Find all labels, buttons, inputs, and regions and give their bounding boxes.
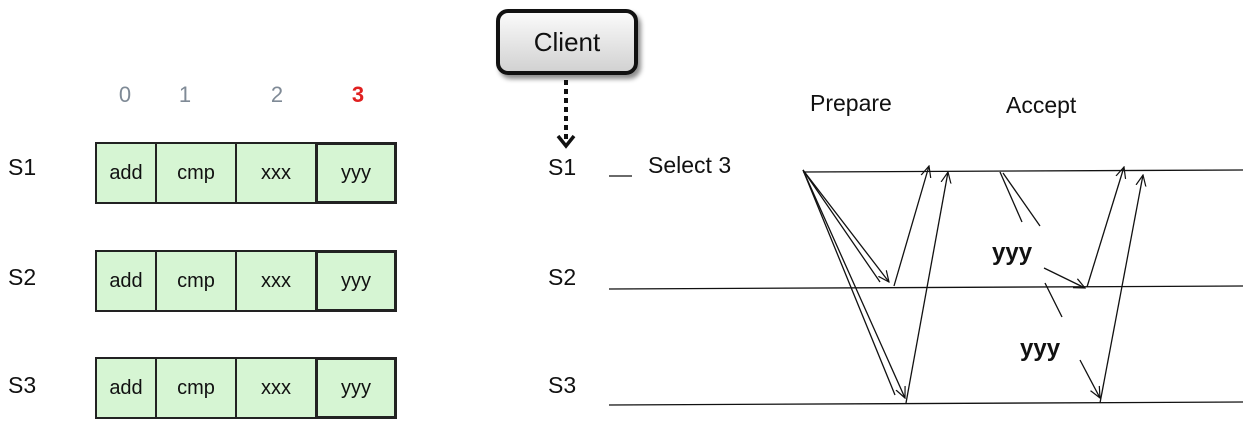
log-entry-selected: yyy <box>315 357 397 419</box>
timeline-s2 <box>608 285 1244 290</box>
log-entry: add <box>95 250 157 312</box>
accept-mark-s1-a <box>999 171 1023 223</box>
prepare-to-s3-b <box>802 169 896 396</box>
client-node: Client <box>496 9 638 75</box>
accepted-from-s2 <box>1086 167 1124 288</box>
promise-from-s3 <box>905 172 948 404</box>
log-entry: xxx <box>235 142 317 204</box>
prepare-to-s2-b <box>802 169 881 283</box>
server-label-s3: S3 <box>8 372 37 398</box>
select-label: Select 3 <box>648 152 732 178</box>
log-index: 2 <box>270 82 284 107</box>
log-entry: cmp <box>155 250 237 312</box>
accept-to-s2 <box>1043 267 1085 288</box>
log-entry: cmp <box>155 357 237 419</box>
log-entry: cmp <box>155 142 237 204</box>
accept-mark-s2 <box>1044 282 1063 318</box>
log-entry-selected: yyy <box>315 250 397 312</box>
server-label-s1: S1 <box>8 154 37 180</box>
log-index-highlighted: 3 <box>351 82 365 107</box>
accept-value-label: yyy <box>992 239 1033 266</box>
log-index: 0 <box>118 82 132 107</box>
log-s2: add cmp xxx yyy <box>95 250 397 312</box>
log-entry: add <box>95 142 157 204</box>
server-label-s2: S2 <box>8 264 37 290</box>
log-entry-selected: yyy <box>315 142 397 204</box>
prepare-to-s3 <box>802 169 905 398</box>
timeline-label-s2: S2 <box>548 264 577 290</box>
accept-value-label: yyy <box>1020 335 1061 362</box>
log-index: 1 <box>178 82 192 107</box>
log-s1: add cmp xxx yyy <box>95 142 397 204</box>
timeline-s1 <box>802 169 1244 173</box>
log-s3: add cmp xxx yyy <box>95 357 397 419</box>
accept-mark-s1-b <box>1002 172 1041 227</box>
phase-label-accept: Accept <box>1006 92 1077 118</box>
timeline-label-s1: S1 <box>548 154 577 180</box>
log-entry: add <box>95 357 157 419</box>
timeline-s3 <box>608 401 1244 406</box>
accept-to-s3 <box>1079 359 1100 398</box>
promise-from-s2 <box>893 166 929 287</box>
client-arrowhead-icon <box>556 134 576 149</box>
timeline-label-s3: S3 <box>548 372 577 398</box>
phase-label-prepare: Prepare <box>810 90 892 116</box>
accepted-from-s3 <box>1099 175 1143 404</box>
prepare-to-s2 <box>802 169 889 282</box>
